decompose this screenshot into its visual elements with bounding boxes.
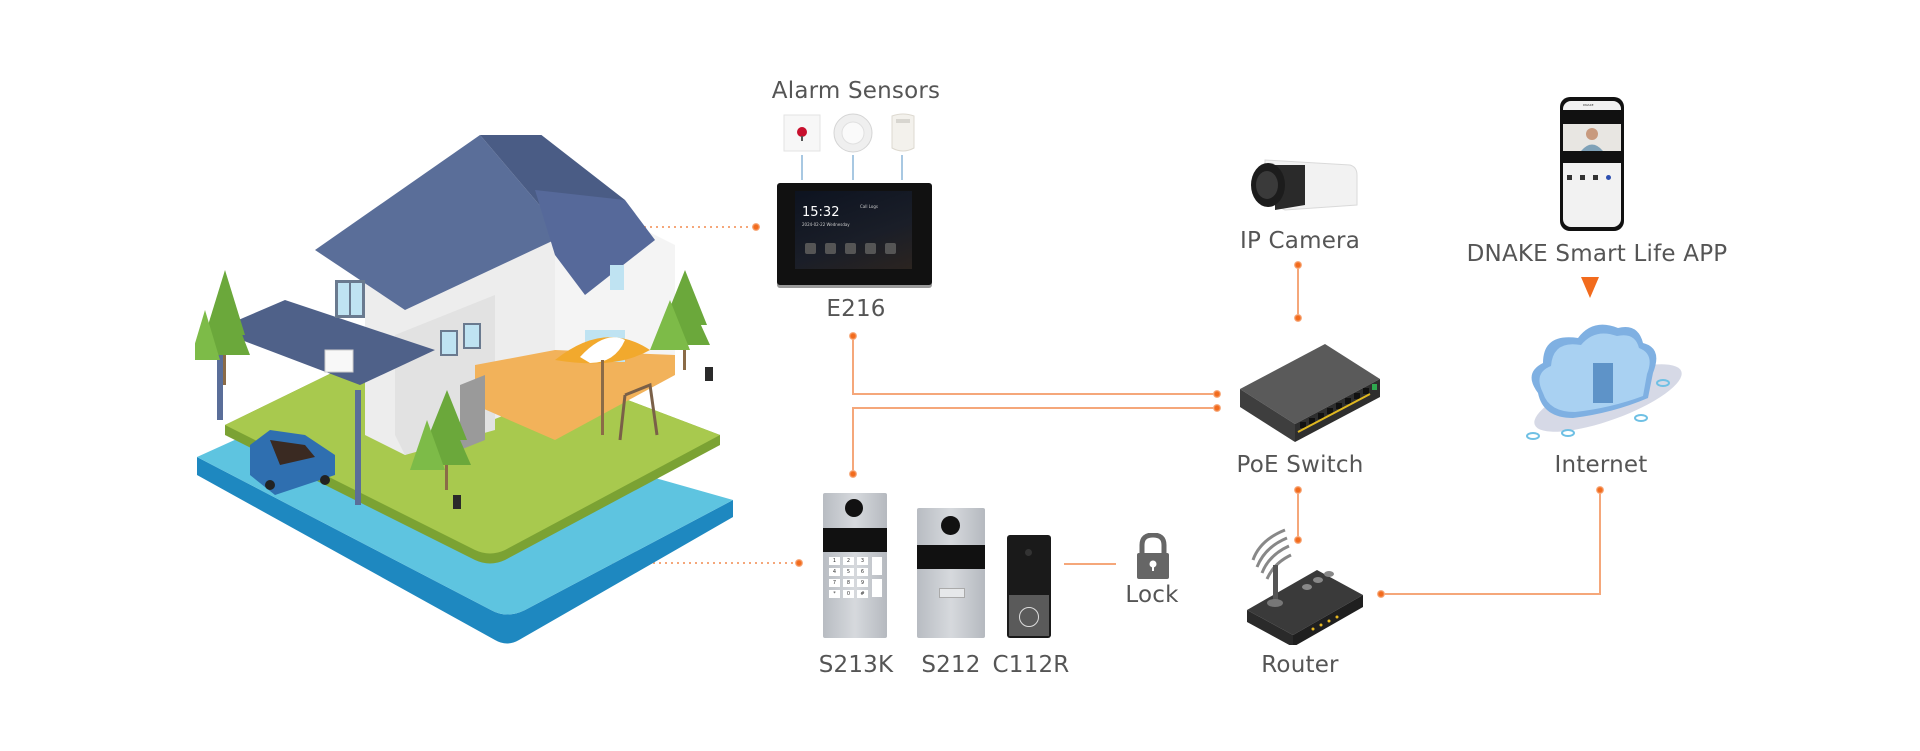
link-dot: [752, 223, 760, 231]
gallery-icon: [1567, 175, 1572, 180]
link-e216-poe: [852, 337, 1217, 395]
link-dot: [1213, 390, 1221, 398]
app-label: DNAKE Smart Life APP: [1466, 241, 1728, 267]
s212-camera: [941, 516, 960, 535]
link-dot: [795, 559, 803, 567]
phone-video-feed: [1563, 124, 1621, 151]
keypad-key: 1: [829, 557, 840, 565]
keypad-key: 0: [843, 590, 854, 598]
e216-app-icon: [845, 243, 856, 254]
phone-screen: DNAKE: [1563, 101, 1621, 227]
poe-switch-label: PoE Switch: [1236, 452, 1364, 478]
keypad-key: 6: [857, 568, 868, 576]
s213k-keypad: 1 2 3 4 5 6 7 8 9 * 0 #: [829, 557, 869, 598]
unlock-icon: [1593, 175, 1598, 180]
e216-app-icon: [825, 243, 836, 254]
keypad-key: 2: [843, 557, 854, 565]
pir-motion-sensor-icon: [891, 113, 915, 152]
e216-indoor-monitor: 15:32 2024-02-22 Wednesday Call Logs: [777, 183, 932, 285]
e216-date: 2024-02-22 Wednesday: [802, 222, 850, 227]
s212-display-band: [917, 545, 985, 569]
c112r-lower-panel: [1009, 595, 1049, 636]
e216-app-icon: [805, 243, 816, 254]
s212-label: S212: [921, 652, 981, 678]
smartphone-app: DNAKE: [1560, 97, 1624, 231]
e216-call-log: Call Logs: [860, 204, 878, 209]
s212-call-button: [939, 588, 965, 598]
keypad-key: 4: [829, 568, 840, 576]
keypad-key: #: [857, 590, 868, 598]
alarm-sensors-label: Alarm Sensors: [771, 78, 941, 104]
keypad-key: 8: [843, 579, 854, 587]
link-dot: [1596, 486, 1604, 494]
e216-app-row: [805, 243, 896, 254]
router-icon: [1247, 528, 1363, 645]
villa-illustration: [195, 135, 733, 644]
c112r-camera: [1025, 549, 1032, 556]
link-dot: [1294, 536, 1302, 544]
link-dot: [1294, 261, 1302, 269]
housing-code-icon: [1580, 175, 1585, 180]
link-dot: [1294, 486, 1302, 494]
e216-app-icon: [885, 243, 896, 254]
e216-label: E216: [826, 296, 886, 322]
c112r-label: C112R: [992, 652, 1070, 678]
phone-video-bar: [1563, 110, 1621, 124]
keypad-key: 5: [843, 568, 854, 576]
s213k-camera: [845, 499, 863, 517]
keypad-key: 3: [857, 557, 868, 565]
emergency-button-icon: [783, 114, 821, 152]
e216-screen: 15:32 2024-02-22 Wednesday Call Logs: [795, 191, 912, 269]
internet-cloud-icon: [1526, 324, 1682, 440]
phone-header-title: DNAKE: [1583, 103, 1594, 107]
keypad-key: *: [829, 590, 840, 598]
link-dot: [1213, 404, 1221, 412]
link-dot: [1294, 314, 1302, 322]
s213k-door-station: 1 2 3 4 5 6 7 8 9 * 0 #: [823, 493, 887, 638]
link-s213k-poe: [852, 407, 1217, 474]
keypad-key: 9: [857, 579, 868, 587]
lock-icon: [1137, 533, 1169, 579]
s212-door-station: [917, 508, 985, 638]
s213k-display-band: [823, 528, 887, 552]
phone-video-bar-bottom: [1563, 151, 1621, 163]
keypad-key: 7: [829, 579, 840, 587]
link-dot: [849, 470, 857, 478]
ip-camera-label: IP Camera: [1239, 228, 1361, 254]
link-dot: [849, 332, 857, 340]
s213k-call-button: [872, 557, 882, 575]
c112r-door-station: [1007, 535, 1051, 638]
e216-app-icon: [865, 243, 876, 254]
s213k-label: S213K: [818, 652, 894, 678]
lock-label: Lock: [1125, 582, 1179, 608]
internet-label: Internet: [1554, 452, 1648, 478]
link-dot: [1377, 590, 1385, 598]
poe-switch-icon: [1240, 344, 1380, 442]
smoke-detector-icon: [833, 113, 873, 153]
ip-camera-icon: [1251, 159, 1358, 211]
e216-time: 15:32: [802, 205, 840, 220]
phone-action-row: [1567, 175, 1611, 180]
router-label: Router: [1261, 652, 1339, 678]
info-icon: [1606, 175, 1611, 180]
s213k-card-button: [872, 579, 882, 597]
arrow-down-icon: [1581, 277, 1599, 298]
link-router-internet: [1381, 490, 1601, 595]
person-avatar-icon: [1581, 128, 1603, 151]
c112r-card-reader: [1019, 607, 1039, 627]
